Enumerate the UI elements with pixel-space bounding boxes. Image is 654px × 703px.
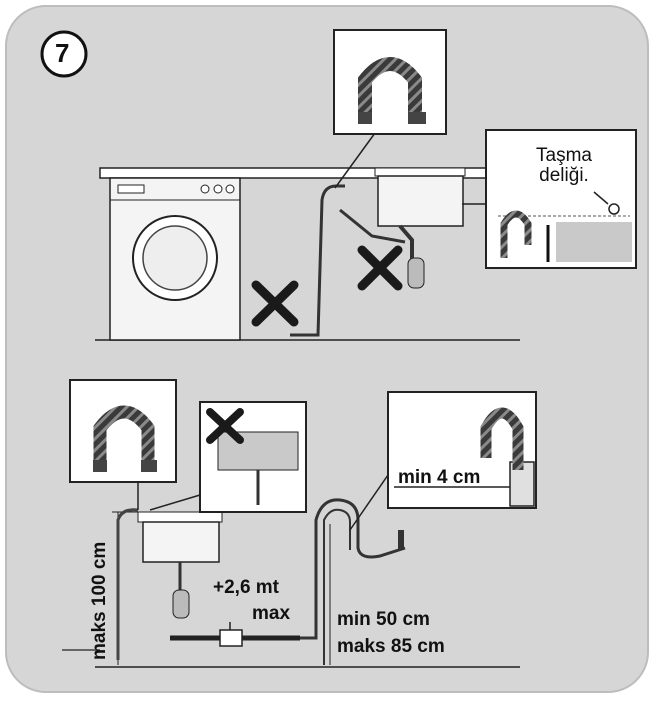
extension-max-label: max xyxy=(252,603,291,624)
hose-bend-callout-left xyxy=(69,379,177,510)
step-number-badge xyxy=(40,30,88,78)
step-number: 7 xyxy=(55,38,70,68)
hose-bend-callout-top xyxy=(333,29,447,189)
wrong-x-mark-right xyxy=(357,245,403,291)
min-gap-label: min 4 cm xyxy=(398,467,481,488)
bottom-sink xyxy=(137,511,223,619)
standpipe-hose xyxy=(300,498,406,665)
overflow-hole-callout xyxy=(462,129,637,269)
bottom-scene xyxy=(62,379,537,668)
extension-label: +2,6 mt xyxy=(213,577,280,598)
floor-drain-pipe xyxy=(170,622,300,647)
max-height-label: maks 100 cm xyxy=(89,541,110,660)
kitchen-sink xyxy=(339,167,466,289)
washing-machine xyxy=(109,177,241,341)
min-height-label: min 50 cm xyxy=(337,609,430,630)
overflow-hole-label: Taşma deliği. xyxy=(536,145,592,186)
wrong-x-mark-left xyxy=(251,280,299,327)
max-height-85-label: maks 85 cm xyxy=(337,636,445,657)
top-scene xyxy=(95,29,637,341)
min-gap-callout xyxy=(349,391,537,531)
wrong-sink-callout xyxy=(149,401,307,513)
